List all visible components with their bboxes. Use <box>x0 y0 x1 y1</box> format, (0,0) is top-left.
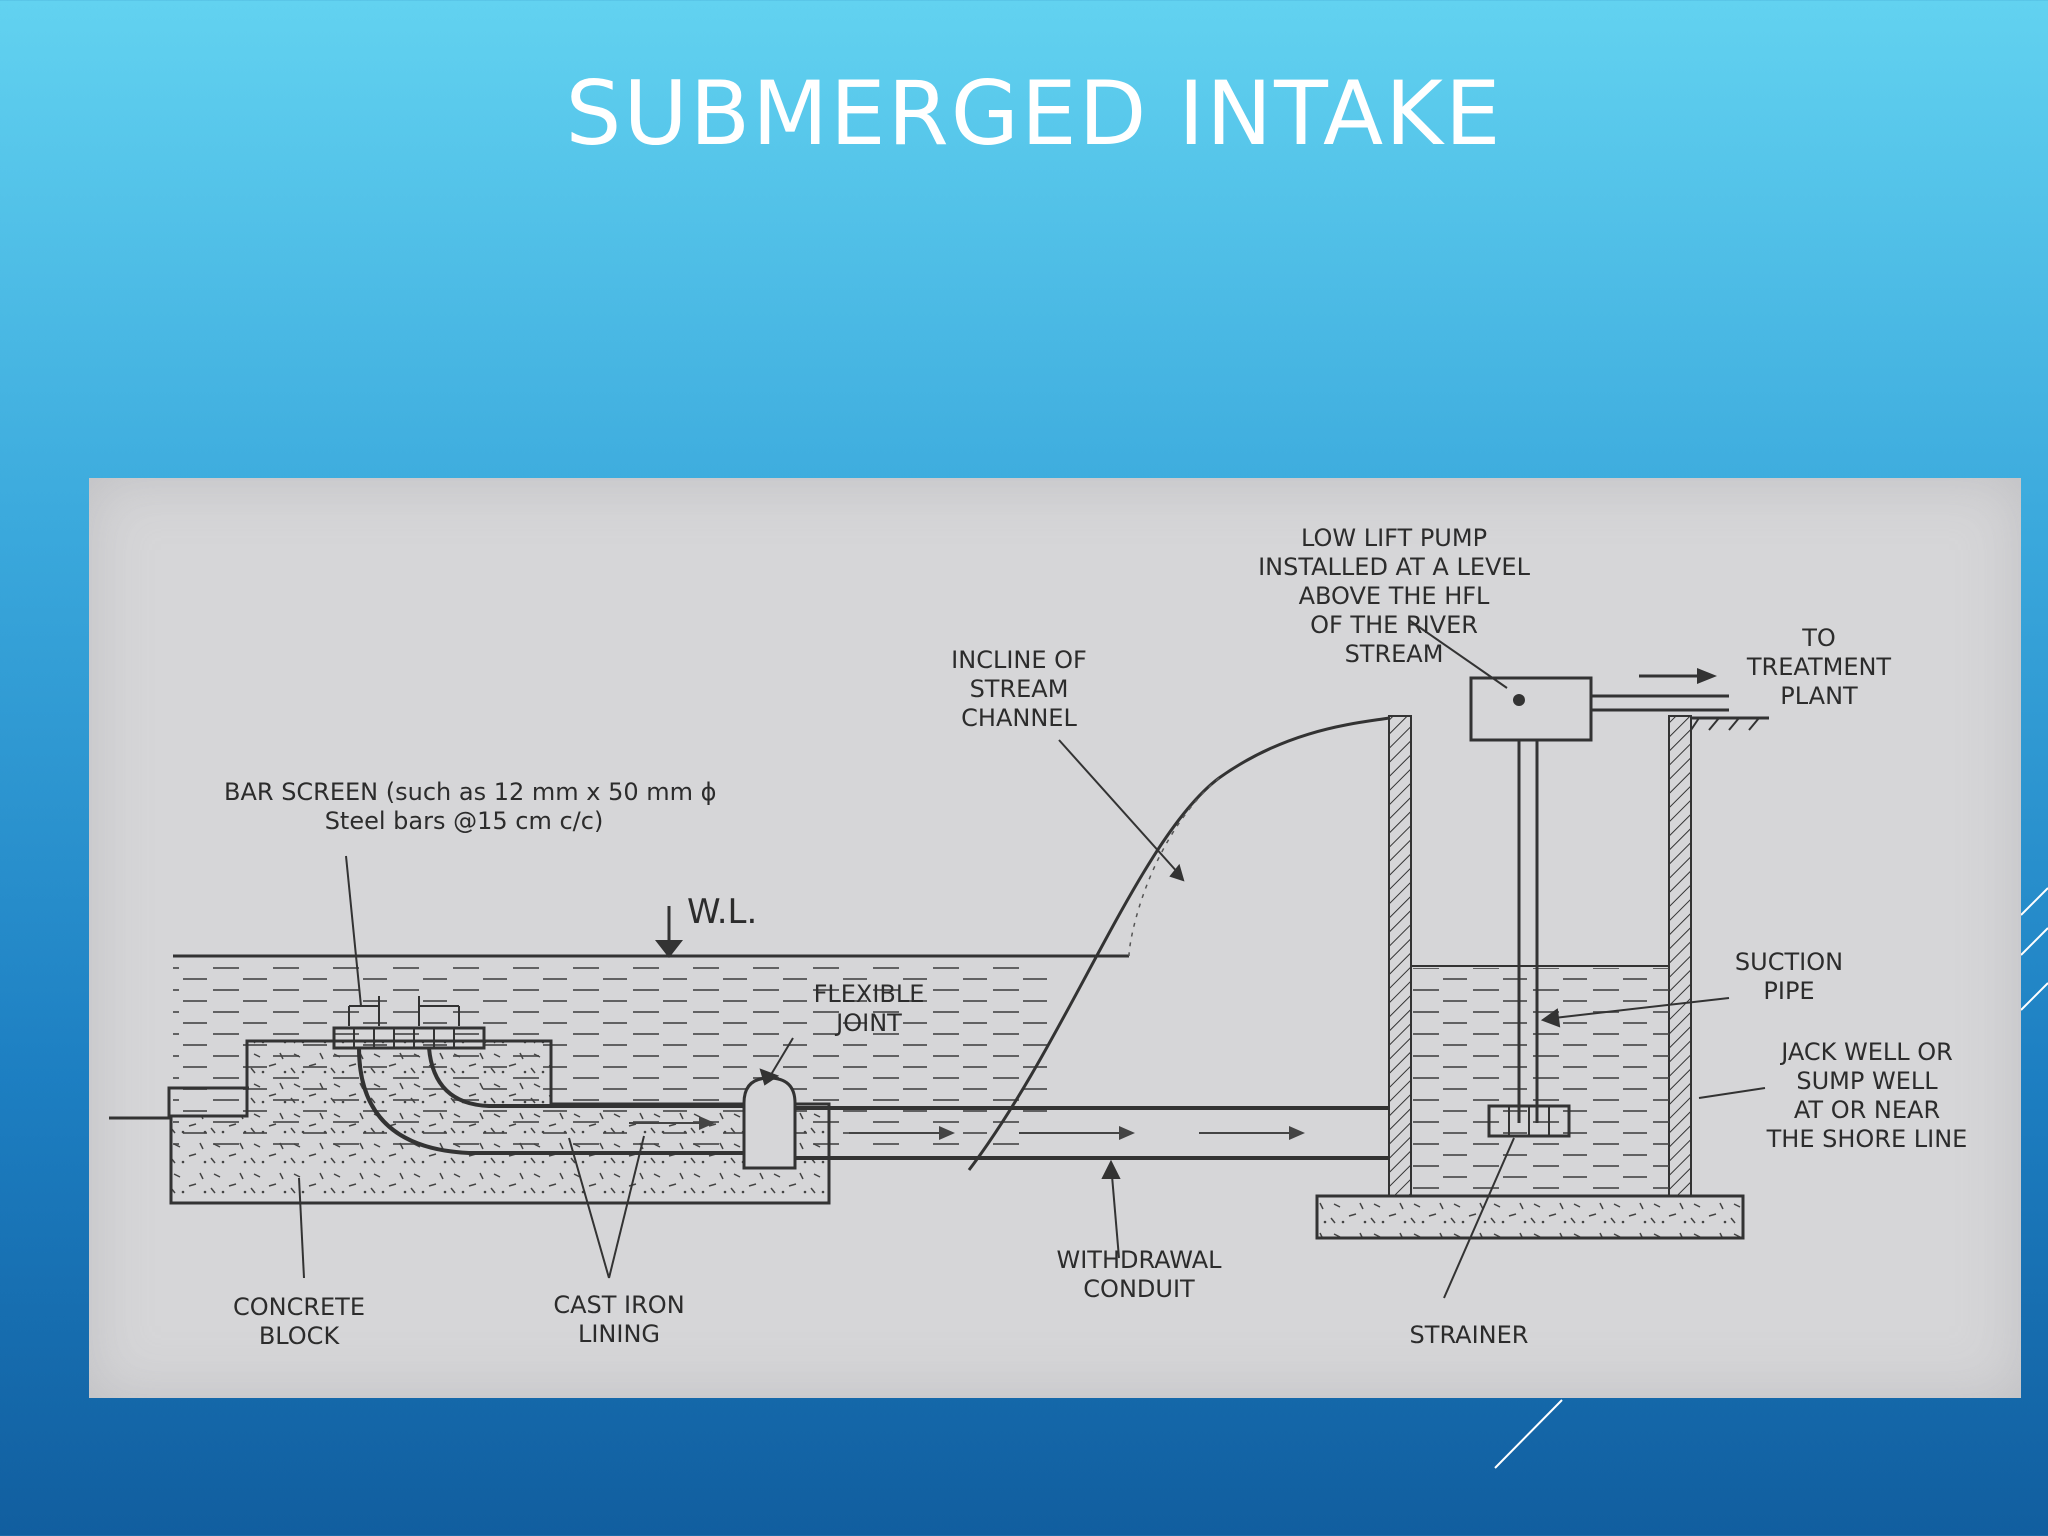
label-line: STREAM <box>1344 640 1444 668</box>
label-line: BLOCK <box>258 1322 340 1350</box>
label-line: INCLINE OF <box>951 646 1087 674</box>
slide-title: SUBMERGED INTAKE <box>565 62 1503 165</box>
label-jack-well: JACK WELL OR SUMP WELL AT OR NEAR THE SH… <box>1754 1038 1980 1154</box>
label-line: JOINT <box>836 1009 902 1037</box>
label-water-level: W.L. <box>687 892 758 932</box>
label-line: INSTALLED AT A LEVEL <box>1258 553 1530 581</box>
label-line: SUCTION <box>1734 948 1844 976</box>
riverbed <box>109 1086 249 1120</box>
label-line: WITHDRAWAL <box>1056 1246 1222 1274</box>
jack-well-water <box>1411 968 1669 1196</box>
label-line: OF THE RIVER <box>1310 611 1478 639</box>
label-line: Steel bars @15 cm c/c) <box>324 807 604 835</box>
intake-diagram: LOW LIFT PUMP INSTALLED AT A LEVEL ABOVE… <box>89 478 2021 1398</box>
stream-bank <box>967 716 1390 1171</box>
label-line: PLANT <box>1780 682 1858 710</box>
label-line: TREATMENT <box>1746 653 1892 681</box>
label-line: STREAM <box>969 675 1069 703</box>
low-lift-pump <box>1469 676 1593 742</box>
label-withdrawal-conduit: WITHDRAWAL CONDUIT <box>1039 1246 1239 1304</box>
cast-iron-pipe <box>357 1047 744 1155</box>
label-incline: INCLINE OF STREAM CHANNEL <box>929 646 1109 733</box>
label-line: CHANNEL <box>961 704 1077 732</box>
label-line: PIPE <box>1763 977 1815 1005</box>
label-concrete-block: CONCRETE BLOCK <box>199 1293 399 1351</box>
label-line: JACK WELL OR <box>1781 1038 1953 1066</box>
label-treatment-plant: TO TREATMENT PLANT <box>1729 624 1909 711</box>
label-strainer: STRAINER <box>1409 1321 1529 1349</box>
label-line: FLEXIBLE <box>813 980 925 1008</box>
label-flexible-joint: FLEXIBLE JOINT <box>789 980 949 1038</box>
withdrawal-conduit <box>629 1106 1389 1160</box>
label-line: SUMP WELL <box>1796 1067 1938 1095</box>
bar-screen <box>332 996 486 1050</box>
concrete-block <box>169 1039 831 1205</box>
label-line: CONCRETE <box>232 1293 366 1321</box>
label-low-lift-pump: LOW LIFT PUMP INSTALLED AT A LEVEL ABOVE… <box>1229 524 1559 669</box>
flexible-joint <box>742 1076 797 1170</box>
diagram-drawing <box>109 619 1769 1299</box>
label-line: LOW LIFT PUMP <box>1300 524 1488 552</box>
label-line: LINING <box>577 1320 661 1348</box>
label-line: CAST IRON <box>553 1291 685 1319</box>
jack-well-right-wall <box>1668 715 1692 1197</box>
label-line: BAR SCREEN (such as 12 mm x 50 mm ϕ <box>224 778 717 806</box>
label-line: TO <box>1802 624 1836 652</box>
jack-well-left-wall <box>1388 715 1412 1197</box>
label-line: THE SHORE LINE <box>1766 1125 1968 1153</box>
label-line: CONDUIT <box>1083 1275 1195 1303</box>
leader-lines <box>298 619 1766 1299</box>
label-line: ABOVE THE HFL <box>1298 582 1490 610</box>
label-bar-screen: BAR SCREEN (such as 12 mm x 50 mm ϕ Stee… <box>224 778 717 836</box>
label-cast-iron: CAST IRON LINING <box>529 1291 709 1349</box>
water-level-marker <box>655 906 683 958</box>
label-suction-pipe: SUCTION PIPE <box>1729 948 1849 1006</box>
label-line: AT OR NEAR <box>1793 1096 1941 1124</box>
foundation-slab <box>1315 1194 1745 1240</box>
